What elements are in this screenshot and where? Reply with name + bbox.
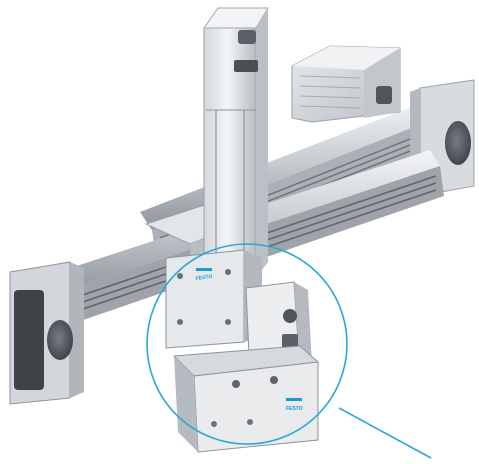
column-mid-connector: [234, 60, 258, 72]
motor-fins: [299, 75, 361, 109]
column-top-connector: [238, 30, 256, 44]
leader-line: [338, 407, 432, 459]
left-end-pad: [14, 290, 44, 390]
brand-mark-base: FESTO: [286, 406, 303, 412]
servo-motor: [291, 45, 401, 123]
left-end-plate: [9, 261, 84, 405]
detail-highlight: [146, 243, 432, 459]
highlight-circle: [146, 243, 348, 445]
right-end-disc: [445, 121, 471, 165]
base-block: [172, 345, 320, 453]
gripper-connector: [283, 309, 297, 323]
brand-mark-carriage: FESTO: [195, 274, 212, 282]
motor-connector: [376, 86, 392, 104]
vertical-column: [203, 7, 269, 279]
left-end-disc: [47, 320, 73, 360]
